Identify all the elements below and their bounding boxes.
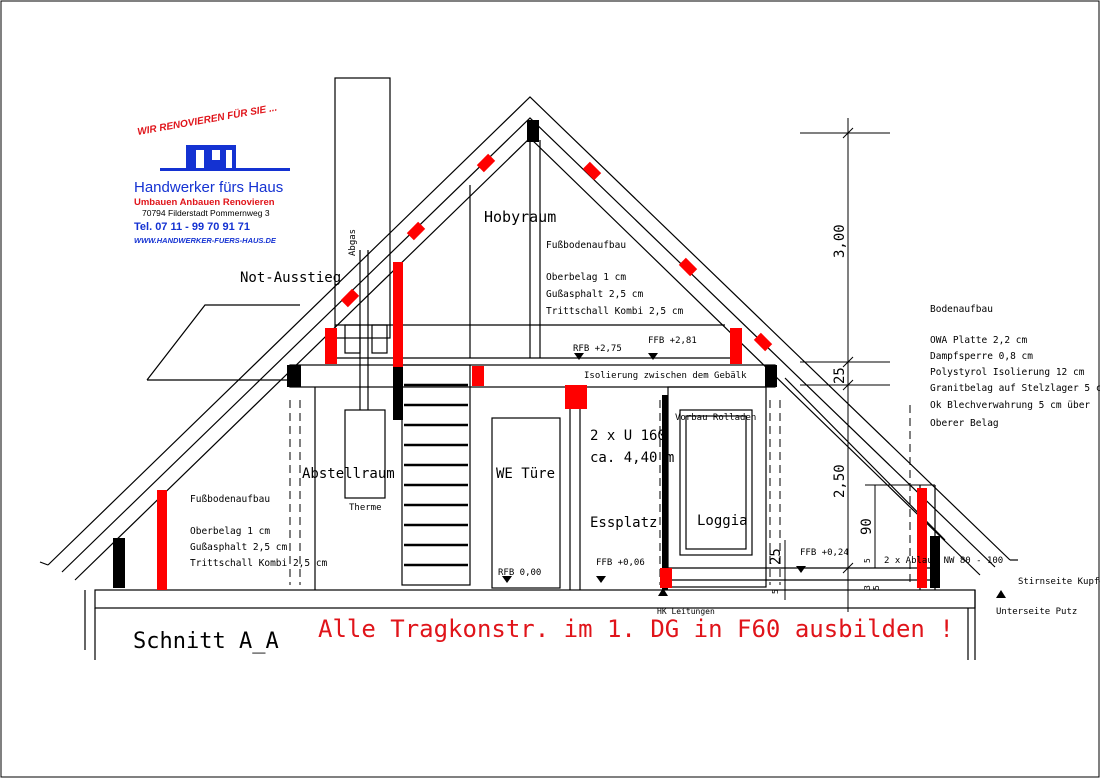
structural-posts: [113, 120, 940, 590]
fire-protection-marks: [157, 153, 927, 590]
level-ffb-dining: FFB +0,06: [596, 558, 645, 568]
level-ffb-loggia: FFB +0,24: [800, 548, 849, 558]
dimension-labels: 3,00 25 2,50 90 25 5 5 3 5: [768, 224, 881, 594]
drain-label: 2 x Ablauf NW 80 - 100: [884, 556, 1003, 566]
room-label-hobby: Hobyraum: [484, 208, 556, 226]
boiler-label: Therme: [349, 503, 382, 513]
shutter-label: Vorbau Rolladen: [675, 413, 756, 423]
soffit-label: Unterseite Putz: [996, 607, 1077, 617]
door-label: WE Türe: [496, 466, 555, 482]
floor-upper-line: Trittschall Kombi 2,5 cm: [546, 306, 684, 317]
floor-notes-upper: Fußbodenaufbau Oberbelag 1 cm Gußasphalt…: [546, 240, 684, 317]
floor-notes-loggia: Bodenaufbau OWA Platte 2,2 cm Dampfsperr…: [930, 304, 1100, 429]
dim-small-d: 5: [872, 585, 881, 590]
emergency-exit-label: Not-Ausstieg: [240, 270, 341, 286]
floor-lower-line: Oberbelag 1 cm: [190, 526, 270, 537]
floor-loggia-line: Oberer Belag: [930, 418, 999, 429]
logo-address: 70794 Filderstadt Pommernweg 3: [142, 208, 270, 218]
insulation-label: Isolierung zwischen dem Gebälk: [584, 371, 747, 381]
dim-small-a: 5: [863, 558, 872, 563]
level-labels: RFB +2,75 FFB +2,81 RFB 0,00 FFB +0,06 F…: [498, 336, 849, 578]
room-label-dining: Essplatz: [590, 515, 657, 531]
floor-loggia-line: OWA Platte 2,2 cm: [930, 335, 1028, 346]
floor-lower-line: Gußasphalt 2,5 cm: [190, 542, 288, 553]
floor-upper-line: Oberbelag 1 cm: [546, 272, 626, 283]
flue-label: Abgas: [348, 229, 358, 256]
level-ffb-upper: FFB +2,81: [648, 336, 697, 346]
room-label-loggia: Loggia: [697, 513, 748, 529]
dim-step: 25: [768, 548, 784, 565]
floor-upper-heading: Fußbodenaufbau: [546, 240, 626, 251]
heating-label: HK Leitungen: [657, 607, 715, 616]
level-rfb-upper: RFB +2,75: [573, 344, 622, 354]
dim-mid: 25: [832, 367, 848, 384]
floor-notes-lower: Fußbodenaufbau Oberbelag 1 cm Gußasphalt…: [190, 494, 328, 569]
hidden-lines: [289, 400, 911, 585]
beam-label-2: ca. 4,40 m: [590, 450, 674, 466]
dim-top: 3,00: [832, 224, 848, 258]
floor-lower-heading: Fußbodenaufbau: [190, 494, 270, 505]
floor-loggia-line: Dampfsperre 0,8 cm: [930, 351, 1033, 362]
dim-small-b: 5: [771, 589, 780, 594]
logo-slogan: WIR RENOVIEREN FÜR SIE ...: [136, 101, 278, 138]
dim-lower: 2,50: [832, 464, 848, 498]
annotations: Abgas Therme 2 x U 160 ca. 4,40 m Isolie…: [348, 229, 1100, 617]
floor-loggia-line: Polystyrol Isolierung 12 cm: [930, 367, 1085, 378]
level-rfb-ground: RFB 0,00: [498, 568, 541, 578]
logo-phone: Tel. 07 11 - 99 70 91 71: [134, 221, 250, 233]
floor-loggia-line: Granitbelag auf Stelzlager 5 cm: [930, 383, 1100, 394]
room-labels: Hobyraum Abstellraum Essplatz Loggia WE …: [240, 208, 748, 531]
dimension-lines: [784, 118, 935, 612]
dim-parapet: 90: [859, 518, 875, 535]
drawing-title: Schnitt A_A: [133, 629, 279, 654]
logo-services: Umbauen Anbauen Renovieren: [134, 197, 275, 208]
fascia-label: Stirnseite Kupfer: [1018, 577, 1100, 587]
company-logo: WIR RENOVIEREN FÜR SIE ... Handwerker fü…: [134, 101, 290, 245]
dim-small-c: 3: [863, 585, 872, 590]
fire-warning: Alle Tragkonstr. im 1. DG in F60 ausbild…: [318, 615, 954, 643]
beam-label-1: 2 x U 160: [590, 428, 666, 444]
floor-upper-line: Gußasphalt 2,5 cm: [546, 289, 644, 300]
logo-mark-icon: [160, 145, 290, 171]
room-label-storage: Abstellraum: [302, 466, 395, 482]
floor-lower-line: Trittschall Kombi 2,5 cm: [190, 558, 328, 569]
floor-loggia-heading: Bodenaufbau: [930, 304, 993, 315]
floor-loggia-line: Ok Blechverwahrung 5 cm über: [930, 400, 1090, 411]
logo-website: WWW.HANDWERKER-FUERS-HAUS.DE: [134, 236, 277, 245]
stair-treads: [404, 383, 468, 567]
logo-company-name: Handwerker fürs Haus: [134, 179, 283, 196]
